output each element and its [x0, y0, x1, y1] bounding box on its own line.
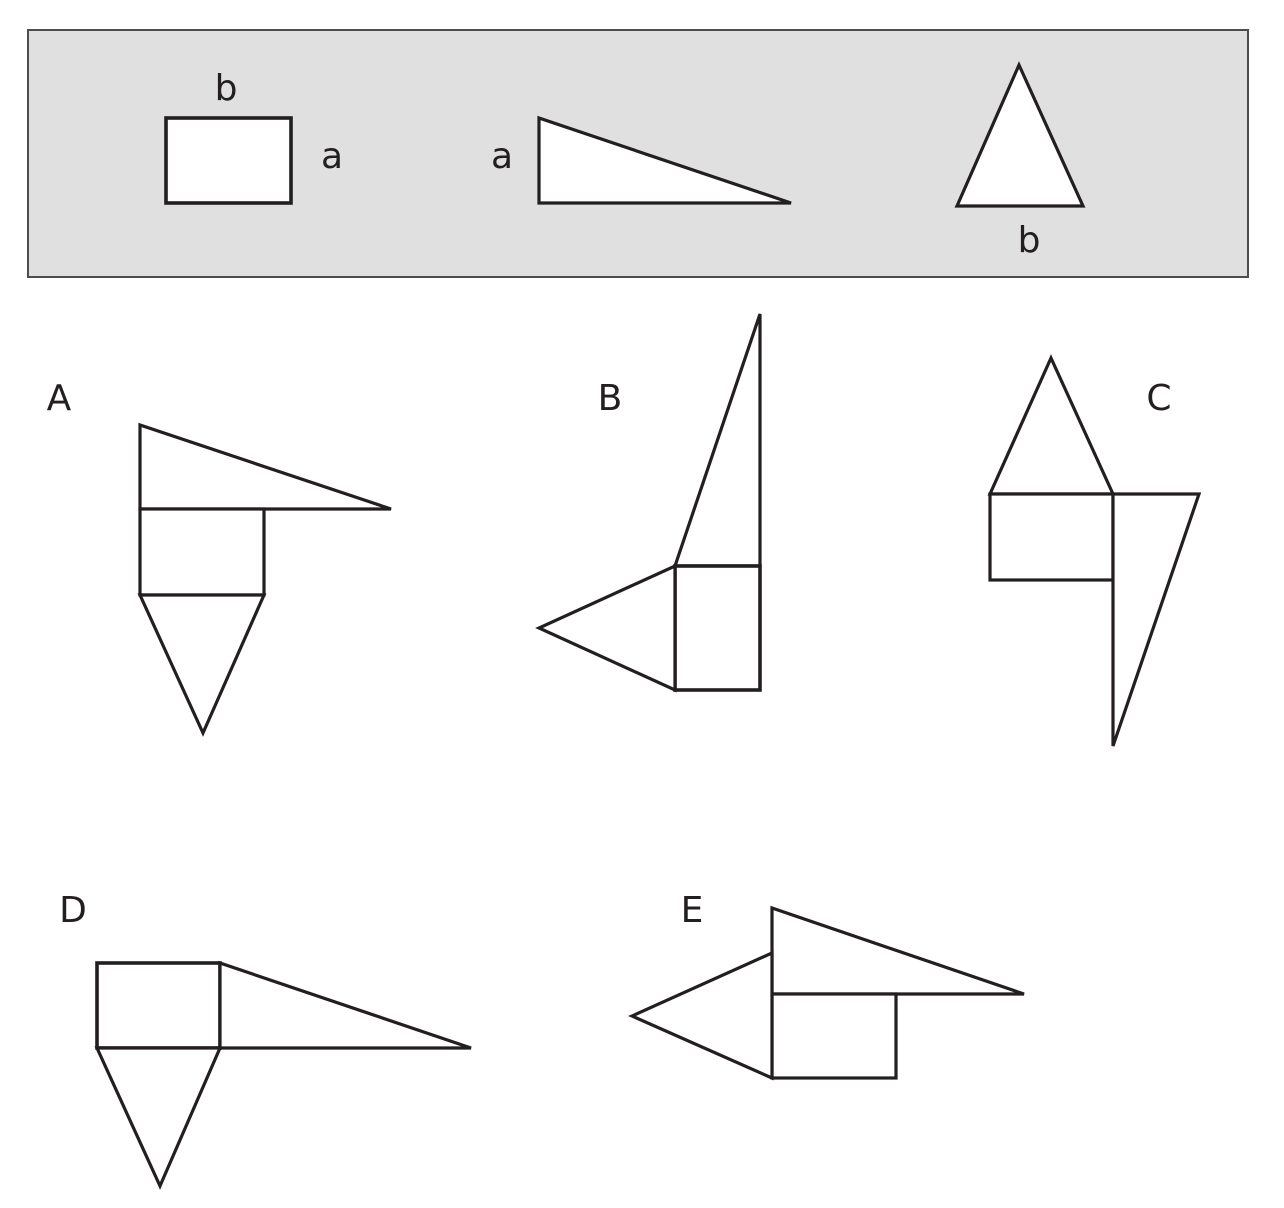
- option-b[interactable]: B: [535, 313, 762, 693]
- option-e-right-triangle: [770, 905, 1025, 996]
- option-a[interactable]: A: [47, 378, 392, 737]
- option-b-isosceles-triangle: [535, 563, 677, 693]
- option-b-right-triangle: [672, 313, 762, 568]
- legend-isosceles-triangle: [954, 61, 1086, 208]
- option-a-right-triangle: [138, 422, 392, 511]
- option-e-isosceles-triangle: [628, 950, 774, 1081]
- option-e[interactable]: E: [628, 890, 1025, 1081]
- option-c-label: C: [1146, 378, 1171, 419]
- option-a-rectangle: [138, 507, 266, 597]
- option-e-rectangle: [770, 992, 898, 1080]
- option-d-right-triangle: [218, 960, 472, 1050]
- option-d-isosceles-triangle: [94, 1046, 223, 1190]
- option-a-isosceles-triangle: [137, 593, 267, 737]
- legend-rectangle-b-label: b: [215, 68, 238, 109]
- legend-right-triangle-a-label: a: [491, 136, 513, 177]
- option-b-rectangle: [673, 564, 762, 692]
- legend-rectangle-a-label: a: [321, 136, 343, 177]
- option-a-label: A: [47, 378, 72, 419]
- option-d-rectangle: [95, 961, 222, 1050]
- option-c[interactable]: C: [987, 354, 1202, 747]
- option-d-label: D: [59, 890, 87, 931]
- option-c-isosceles-triangle: [987, 354, 1116, 496]
- option-c-right-triangle: [1111, 492, 1202, 747]
- legend-rectangle: [164, 116, 293, 205]
- legend-panel: b a a b: [27, 29, 1249, 278]
- option-c-rectangle: [988, 492, 1115, 582]
- option-d[interactable]: D: [59, 890, 472, 1190]
- option-e-label: E: [681, 890, 704, 931]
- option-b-label: B: [598, 378, 623, 419]
- legend-isosceles-triangle-b-label: b: [1018, 220, 1041, 261]
- legend-right-triangle: [537, 115, 792, 205]
